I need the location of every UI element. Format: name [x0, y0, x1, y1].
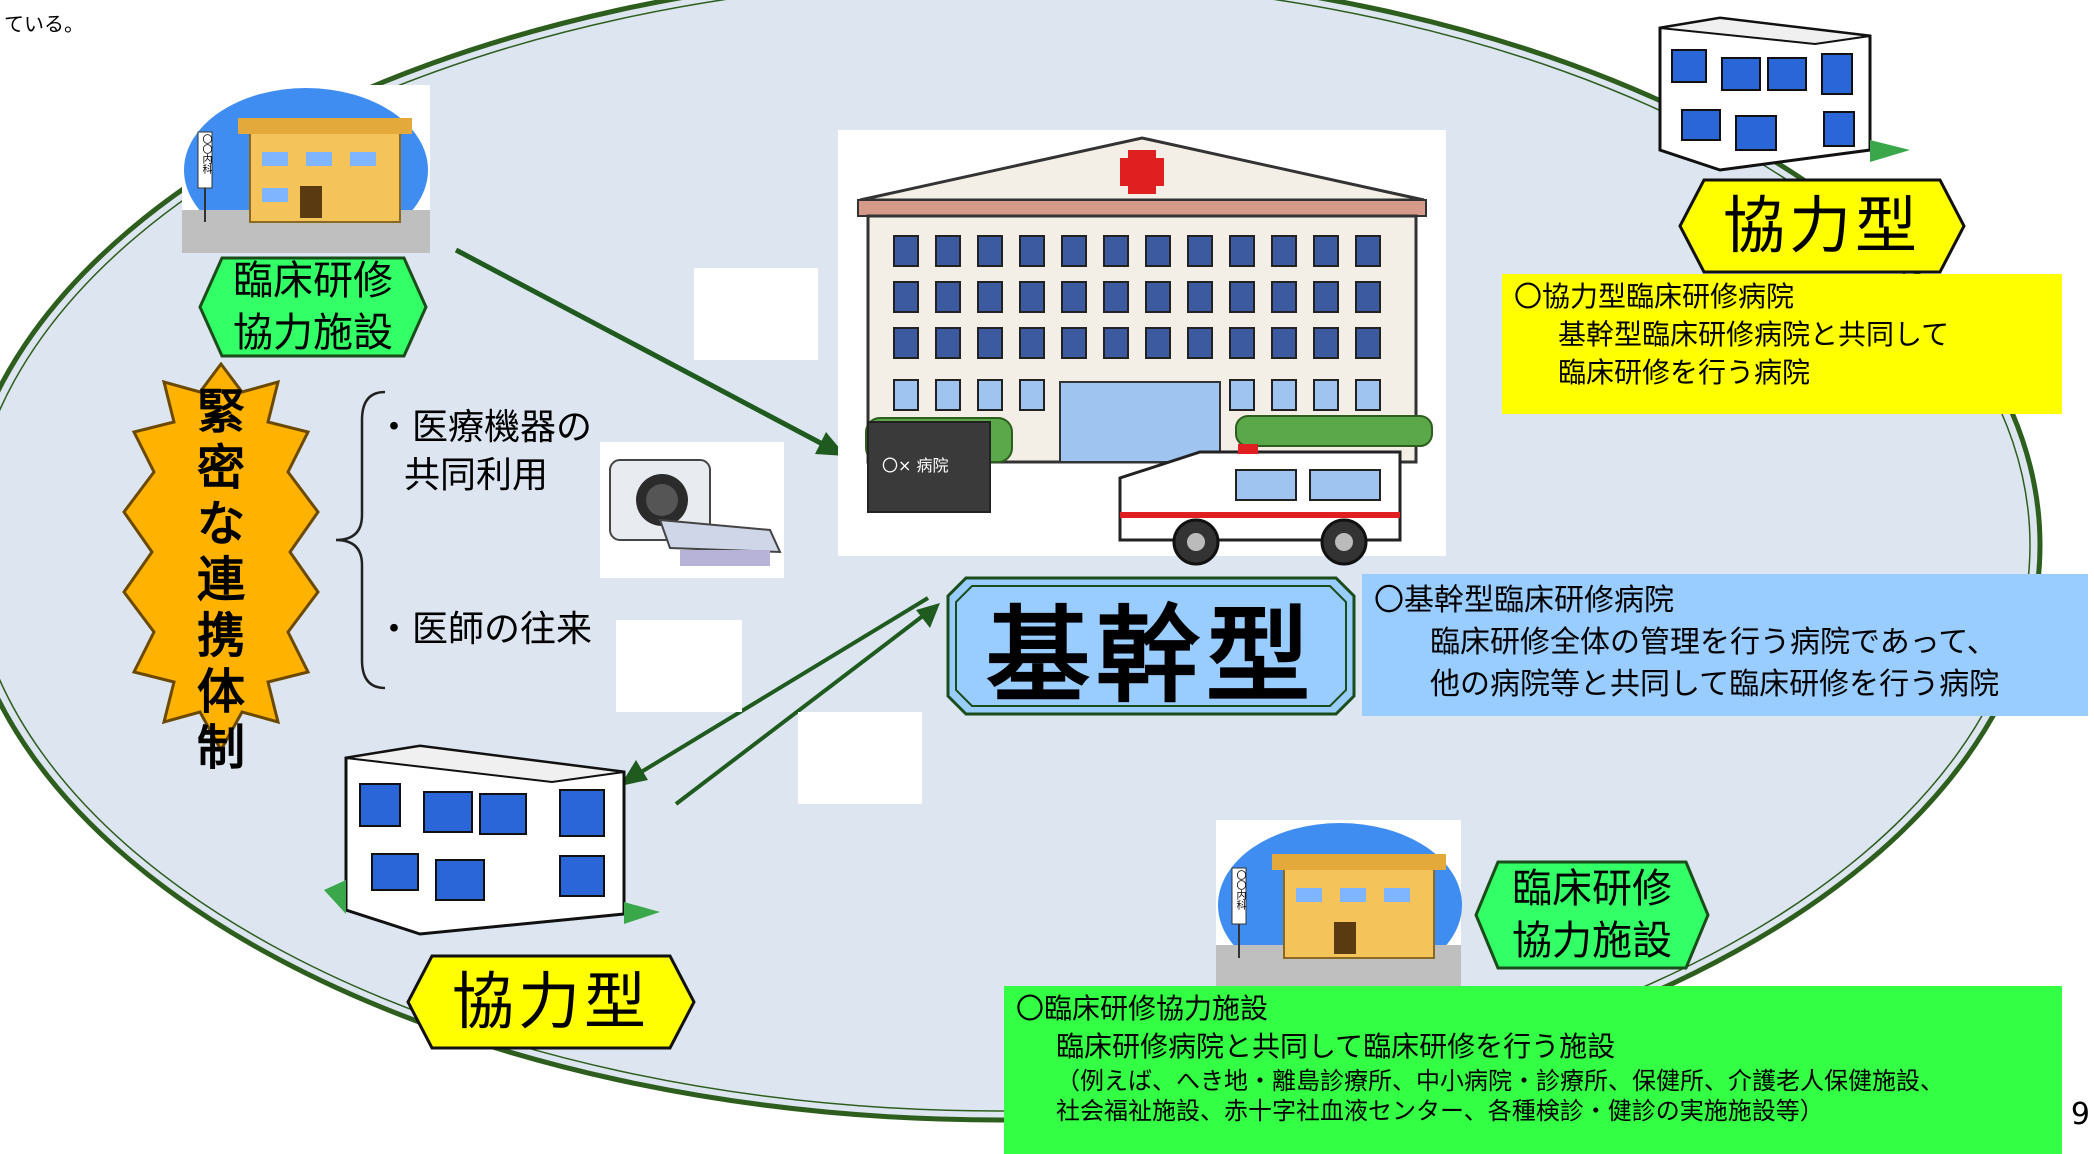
renkei-char-4: 連	[196, 552, 245, 608]
clinic-image-bottom	[1216, 820, 1462, 988]
renkei-text: 緊 密 な 連 携 体 制	[196, 384, 246, 776]
bullet-shared-equipment: ・医療機器の 共同利用	[376, 404, 592, 500]
renkei-char-3: な	[196, 496, 245, 552]
kikan-info-line1: 臨床研修全体の管理を行う病院であって、	[1430, 625, 1997, 660]
kikan-info-box: 〇基幹型臨床研修病院 臨床研修全体の管理を行う病院であって、 他の病院等と共同し…	[1362, 574, 2088, 716]
kyoryoku-building-top	[1658, 16, 1910, 172]
clinic-label-top-line1: 臨床研修	[233, 258, 393, 304]
clinic-info-note2: 社会福祉施設、赤十字社血液センター、各種検診・健診の実施施設等）	[1056, 1097, 1824, 1125]
hospital-image	[838, 130, 1446, 566]
clinic-label-top: 臨床研修協力施設	[198, 256, 428, 358]
mri-machine-image	[600, 442, 784, 578]
arrow-kikan-to-kyoryoku	[620, 596, 930, 786]
kyoryoku-building-bottom	[324, 744, 660, 936]
clinic-info-line1: 臨床研修病院と共同して臨床研修を行う施設	[1056, 1030, 1616, 1063]
clinic-sign-top: 〇〇内科	[200, 134, 211, 174]
kyoryoku-info-title: 〇協力型臨床研修病院	[1514, 280, 1795, 313]
clinic-info-box: 〇臨床研修協力施設 臨床研修病院と共同して臨床研修を行う施設 （例えば、へき地・…	[1004, 986, 2062, 1154]
bullet-shared-equipment-line1: ・医療機器の	[376, 407, 593, 448]
renkei-char-5: 携	[196, 608, 245, 664]
kyoryoku-label-top-text: 協力型	[1722, 189, 1921, 262]
clinic-label-bottom-line1: 臨床研修	[1512, 866, 1672, 912]
clinic-info-note1: （例えば、へき地・離島診療所、中小病院・診療所、保健所、介護老人保健施設、	[1056, 1067, 1944, 1095]
kyoryoku-info-line2: 臨床研修を行う病院	[1558, 356, 1811, 389]
renkei-char-7: 制	[196, 720, 245, 776]
doctor-image-1	[694, 268, 818, 360]
renkei-char-2: 密	[196, 440, 245, 496]
kikan-label: 基幹型	[946, 576, 1356, 717]
kikan-label-text: 基幹型	[985, 594, 1316, 717]
doctor-image-3	[798, 712, 922, 804]
kyoryoku-info-box: 〇協力型臨床研修病院 基幹型臨床研修病院と共同して 臨床研修を行う病院	[1502, 274, 2062, 414]
renkei-char-6: 体	[196, 664, 245, 720]
kyoryoku-info-line1: 基幹型臨床研修病院と共同して	[1558, 318, 1950, 351]
bracket	[335, 390, 386, 690]
kyoryoku-label-bottom-text: 協力型	[451, 965, 650, 1038]
doctor-image-2	[616, 620, 742, 712]
bullet-shared-equipment-line2: 共同利用	[404, 455, 549, 496]
clinic-image-top	[182, 85, 430, 253]
kyoryoku-label-top: 協力型	[1678, 178, 1966, 274]
arrow-kyoryoku-to-kikan	[674, 603, 940, 806]
bullet-doctor-exchange: ・医師の往来	[376, 609, 593, 650]
clinic-label-top-line2: 協力施設	[233, 310, 393, 356]
top-note: ている。	[4, 12, 84, 36]
kikan-info-title: 〇基幹型臨床研修病院	[1374, 583, 1674, 618]
hospital-sign: 〇× 病院	[882, 456, 949, 475]
clinic-label-bottom: 臨床研修協力施設	[1474, 860, 1710, 970]
clinic-label-bottom-line2: 協力施設	[1512, 918, 1672, 964]
renkei-char-1: 緊	[196, 384, 245, 440]
kikan-info-line2: 他の病院等と共同して臨床研修を行う病院	[1430, 667, 2000, 702]
clinic-info-title: 〇臨床研修協力施設	[1016, 992, 1269, 1025]
kyoryoku-label-bottom: 協力型	[406, 954, 696, 1050]
clinic-sign-bottom: 〇〇内科	[1234, 870, 1245, 910]
renkei-label: 緊 密 な 連 携 体 制	[118, 362, 324, 776]
page-number: 9	[2070, 1097, 2090, 1132]
